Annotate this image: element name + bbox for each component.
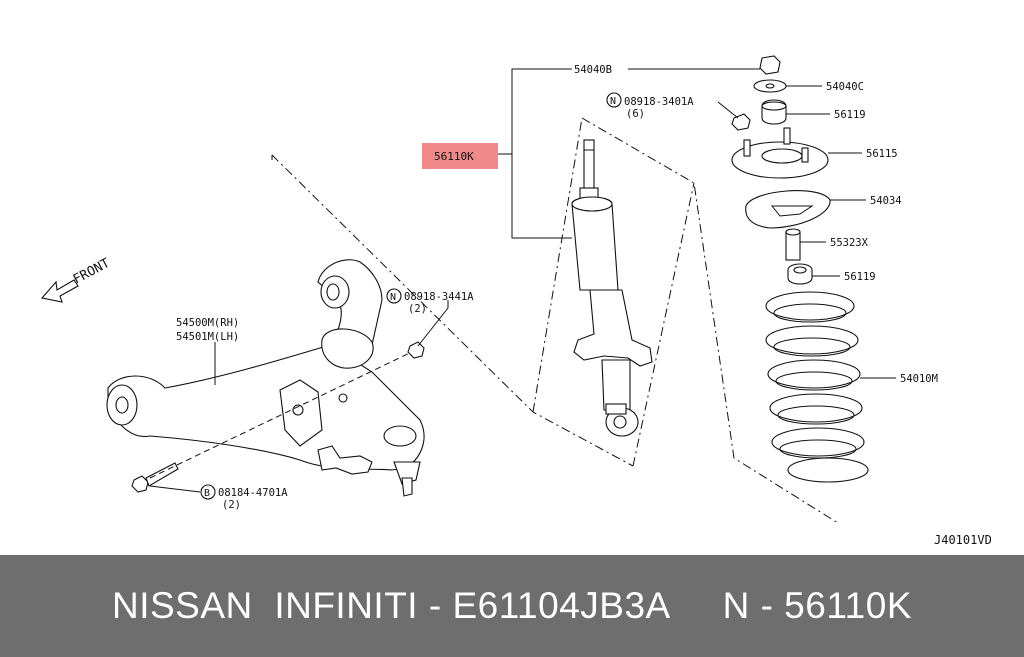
- spring-seat: [745, 190, 831, 229]
- label-54034: 54034: [870, 195, 902, 207]
- lower-control-arm: [106, 259, 425, 497]
- part-number-banner: NISSAN INFINITI - E61104JB3A N - 56110K: [0, 555, 1024, 657]
- highlight-strut-callout: [422, 143, 498, 169]
- strut-shock-absorber: [571, 139, 653, 437]
- label-54500M-RH: 54500M(RH): [176, 317, 239, 329]
- bolt-mark-icon: [200, 484, 216, 500]
- nut-mark-3401A: N: [610, 96, 616, 107]
- washer: [753, 79, 787, 93]
- label-54040C: 54040C: [826, 81, 864, 93]
- label-08918-3441A: 08918-3441A: [404, 291, 474, 303]
- label-55323X: 55323X: [830, 237, 869, 249]
- nut-mark-icon-2: [386, 288, 402, 304]
- mount-insulator: [731, 127, 829, 179]
- label-56115: 56115: [866, 148, 898, 160]
- label-54010M: 54010M: [900, 373, 938, 385]
- leader-strut-bracket: [511, 68, 572, 239]
- mount-nut: [759, 55, 781, 75]
- nut-08918-3401A: [731, 113, 751, 131]
- upper-bushing: [761, 99, 787, 125]
- label-08184-4701A-qty: (2): [222, 499, 241, 511]
- bolt-mark: B: [204, 488, 210, 499]
- leader-nut-3441A: [417, 300, 449, 347]
- nut-mark-3441A: N: [390, 292, 396, 303]
- label-54501M-LH: 54501M(LH): [176, 331, 239, 343]
- strut-group-outline-low: [632, 182, 695, 467]
- label-56110K: 56110K: [434, 150, 474, 163]
- strut-group-outline: [581, 117, 839, 524]
- label-08918-3401A: 08918-3401A: [624, 96, 694, 108]
- nut-08918-3441A: [407, 341, 425, 359]
- bound-bumper: [785, 228, 801, 261]
- label-08184-4701A: 08184-4701A: [218, 487, 288, 499]
- banner-text: NISSAN INFINITI - E61104JB3A N - 56110K: [112, 585, 912, 626]
- strut-group-outline-mid: [532, 117, 583, 413]
- label-08918-3441A-qty: (2): [408, 303, 427, 315]
- label-56119-lower: 56119: [844, 271, 876, 283]
- lower-bushing: [787, 263, 813, 285]
- nut-mark-icon: [606, 92, 622, 108]
- diagram-code: J40101VD: [934, 533, 992, 547]
- front-direction-label: FRONT: [71, 256, 113, 288]
- leader-nut-3401A: [717, 101, 739, 119]
- label-56119-upper: 56119: [834, 109, 866, 121]
- label-54040B: 54040B: [574, 64, 612, 76]
- suspension-exploded-diagram: FRONT: [40, 55, 992, 547]
- front-arrow-icon: [40, 279, 79, 303]
- coil-spring: [765, 291, 869, 483]
- label-08918-3401A-qty: (6): [626, 108, 645, 120]
- leader-bolt: [149, 485, 201, 493]
